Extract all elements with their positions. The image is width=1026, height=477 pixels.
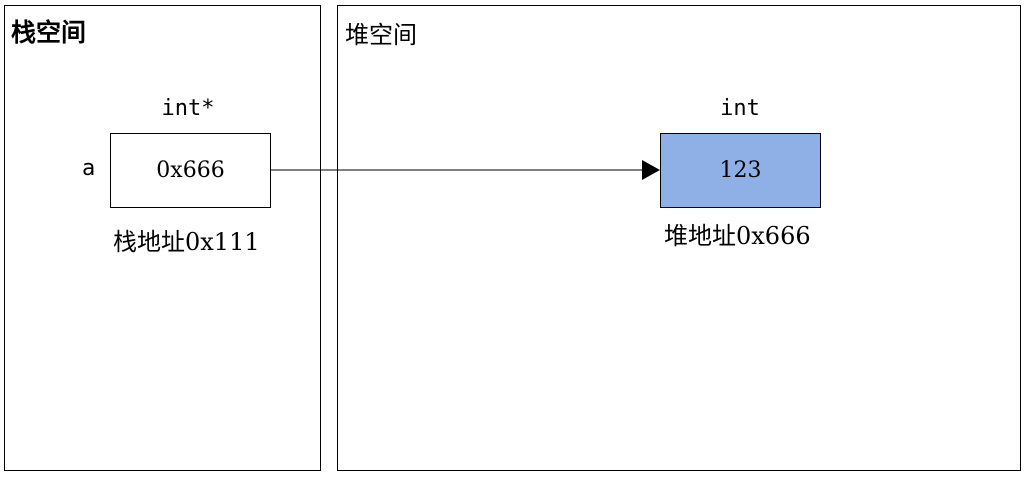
heap-space-region: 堆空间 [337,5,1021,471]
heap-int-value-text: 123 [719,158,762,183]
pointer-value-text: 0x666 [156,158,225,183]
pointer-variable-name: a [82,156,96,181]
stack-space-region: 栈空间 [4,5,321,471]
pointer-type-label: int* [161,96,215,121]
pointer-value-cell: 0x666 [110,133,271,208]
stack-address-label: 栈地址0x111 [113,228,260,256]
stack-space-title: 栈空间 [11,18,87,47]
heap-int-cell: 123 [660,133,821,208]
heap-address-label: 堆地址0x666 [664,222,811,250]
heap-space-title: 堆空间 [345,21,417,49]
int-type-label: int [720,96,760,121]
